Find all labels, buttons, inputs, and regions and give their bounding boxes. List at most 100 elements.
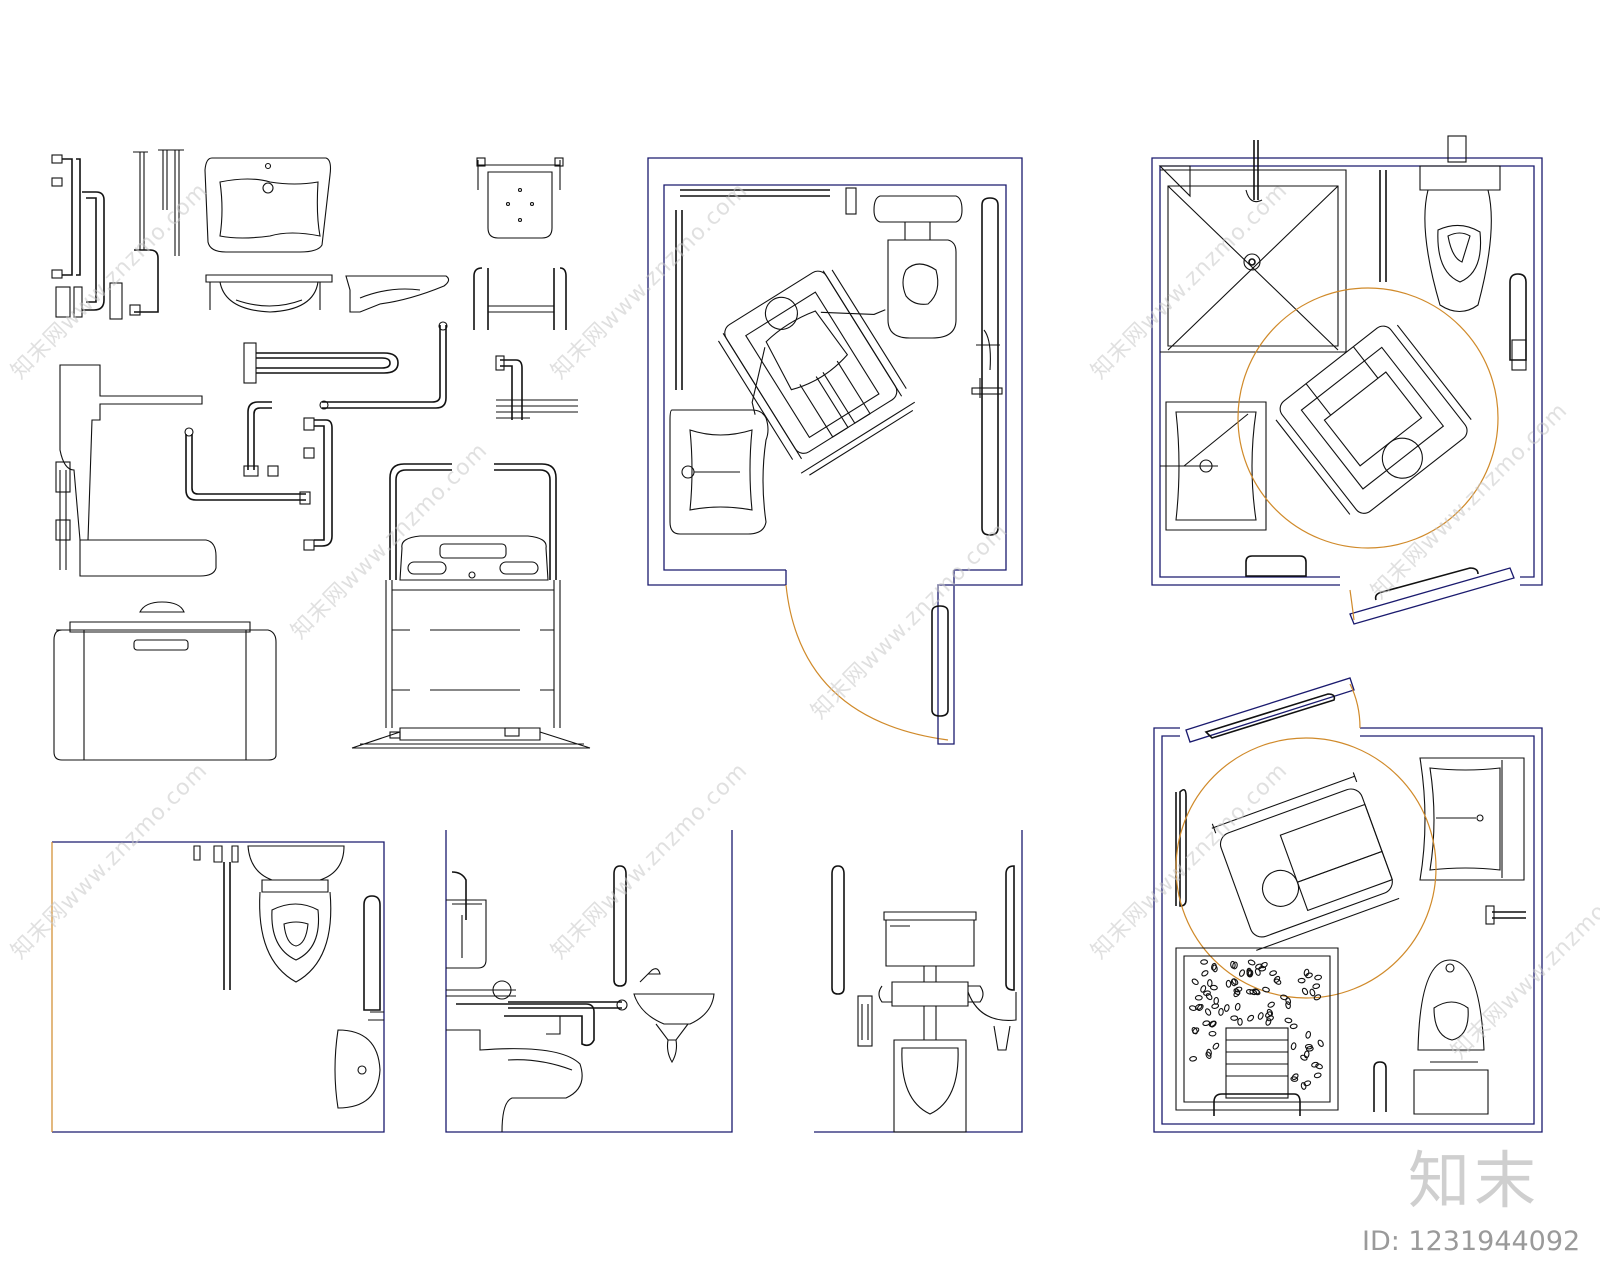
tray-dot: [1230, 978, 1237, 987]
washbasin-side: [345, 275, 450, 313]
tray-dot: [1212, 1042, 1220, 1050]
wc-pan-side: [446, 1029, 583, 1133]
shower-tray-dots: [1189, 959, 1324, 1090]
toilet-plan-2: [1419, 135, 1501, 313]
tray-dot: [1237, 1017, 1243, 1026]
washbasin-plan: [204, 157, 332, 253]
basin-plan-3: [1419, 757, 1525, 881]
watermark-text: 知末网www.znzmo.com: [7, 178, 213, 384]
tray-dot: [1252, 988, 1260, 995]
tray-dot: [1232, 961, 1238, 970]
wc-pan-front: [893, 1039, 967, 1133]
elevation-toilet-1: [51, 841, 385, 1133]
basin-plan: [669, 409, 769, 535]
elevation-toilet-basin: [445, 830, 733, 1133]
tray-dot: [1266, 1015, 1274, 1022]
tray-dot: [1189, 1056, 1198, 1062]
brand-logo-text: 知末: [1408, 1144, 1541, 1217]
tray-dot: [1200, 959, 1209, 965]
tray-dot: [1205, 993, 1213, 1001]
tray-dot: [1284, 1017, 1293, 1024]
wheelchair-turning-circle-2: [1175, 737, 1437, 999]
tray-dot: [1285, 1001, 1291, 1010]
asset-id-label: ID: 1231944092: [1362, 1226, 1581, 1257]
fold-down-seat-plan: [53, 601, 277, 761]
wheelchair-user-plan-1: [717, 269, 916, 476]
wheelchair-user-plan-3: [1211, 772, 1400, 951]
tray-dot: [1246, 969, 1253, 977]
tray-dot: [1192, 1027, 1200, 1035]
tray-dot: [1207, 979, 1213, 988]
tray-dot: [1290, 1042, 1297, 1051]
watermark-text: 知末网www.znzmo.com: [807, 518, 1013, 724]
plan-shower-room: [1151, 135, 1543, 625]
tray-dot: [1301, 987, 1309, 996]
plan-accessible-wc-1: [647, 157, 1023, 745]
tray-dot: [1297, 977, 1306, 984]
watermark-text: 知末网www.znzmo.com: [547, 178, 753, 384]
tray-dot: [1206, 1048, 1212, 1057]
tray-dot: [1313, 1072, 1322, 1079]
tray-dot: [1280, 994, 1288, 1001]
watermark-text: 知末网www.znzmo.com: [547, 758, 753, 964]
tray-dot: [1314, 974, 1323, 981]
washbasin-front: [205, 274, 333, 313]
tray-dot: [1247, 959, 1256, 966]
watermark-text: 知末网www.znzmo.com: [1087, 758, 1293, 964]
toilet-plan-3: [1413, 959, 1489, 1115]
cistern-front: [883, 911, 977, 983]
tray-dot: [1201, 970, 1209, 977]
tray-dot: [1211, 1003, 1220, 1009]
tray-dot: [1269, 970, 1277, 976]
watermark-text: 知末网www.znzmo.com: [1087, 178, 1293, 384]
tray-dot: [1265, 1018, 1272, 1026]
tray-dot: [1238, 969, 1246, 977]
plan-bathroom: [1153, 677, 1543, 1133]
tray-dot: [1212, 964, 1218, 973]
tray-dot: [1309, 988, 1316, 997]
tray-dot: [1204, 1008, 1212, 1016]
vertical-grab-bar-set: [51, 154, 123, 320]
watermark-layer: 知末网www.znzmo.com 知末网www.znzmo.com 知末网www.z…: [7, 178, 1600, 1064]
tray-dot: [1230, 1015, 1239, 1021]
tray-dot: [1233, 990, 1241, 998]
tray-dot: [1258, 965, 1267, 972]
tray-dot: [1200, 985, 1207, 993]
tray-dot: [1234, 1002, 1241, 1011]
tray-dot: [1194, 1003, 1203, 1011]
tray-dot: [1291, 1073, 1299, 1081]
wheelchair-user-plan-2: [1275, 324, 1472, 515]
tray-dot: [1208, 1020, 1217, 1027]
tray-dot: [1194, 995, 1203, 1001]
tray-dot: [1290, 1076, 1299, 1082]
wall-mount-bars: [129, 149, 184, 316]
tray-dot: [1267, 1001, 1275, 1008]
tray-dot: [1289, 1023, 1298, 1030]
tray-dot: [1262, 986, 1270, 993]
tray-dot: [1218, 1007, 1224, 1016]
l-grab-bars: [184, 401, 333, 551]
tray-dot: [1274, 978, 1282, 985]
wheelchair-turning-circle: [1237, 287, 1499, 549]
tray-dot: [1305, 972, 1313, 979]
tray-dot: [1266, 1008, 1274, 1017]
tray-dot: [1315, 1063, 1323, 1070]
cistern-side: [446, 871, 487, 969]
tray-dot: [1225, 979, 1232, 988]
tray-dot: [1311, 1061, 1319, 1068]
folding-seat-elevation: [55, 364, 217, 577]
tray-dot: [1303, 1050, 1310, 1059]
tray-dot: [1257, 1012, 1264, 1020]
toilet-front-elevation: [247, 845, 345, 983]
shower-seat-front: [473, 267, 567, 330]
door-swing-arc: [785, 584, 949, 741]
tray-dot: [1223, 1004, 1230, 1012]
tray-dot: [1191, 978, 1199, 986]
shower-trolley-elevation: [351, 463, 591, 749]
basin-side: [633, 968, 715, 1064]
tray-dot: [1305, 1030, 1312, 1039]
shower-seat-plan: [476, 157, 564, 239]
tray-dot: [1203, 990, 1211, 996]
fixture-library: [51, 149, 591, 761]
